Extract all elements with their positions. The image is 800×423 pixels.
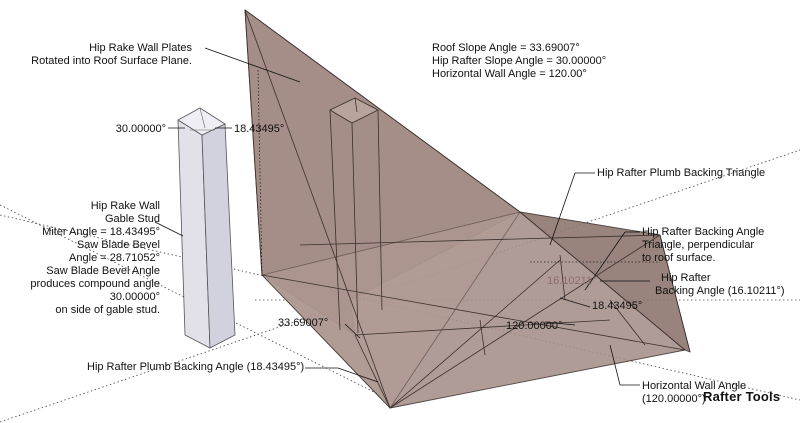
angle-18-label: 18.43495° [592,300,643,312]
stud-note-line: Gable Stud [104,213,160,225]
stud-note-line: Miter Angle = 18.43495° [42,226,160,238]
stud-note-line: Saw Blade Bevel Angle [46,265,160,277]
hip-rafter-slope-angle: Hip Rafter Slope Angle = 30.00000° [432,55,607,67]
angle-summary: Roof Slope Angle = 33.69007° Hip Rafter … [432,42,606,81]
gable-stud [177,107,236,349]
stud-top-angle-right: 18.43495° [234,123,285,135]
stud-note-line: on side of gable stud. [55,304,160,316]
horizontal-wall-bottom-line1: Horizontal Wall Angle [642,380,747,392]
hip-rake-plates-line2: Rotated into Roof Surface Plane. [31,55,192,67]
rafter-tools-logo: Rafter Tools [703,389,781,404]
backing-angle-value: 16.10211° [547,275,597,287]
backing-triangle-line3: to roof surface. [642,252,716,264]
plumb-backing-angle-label: Hip Rafter Plumb Backing Angle (18.43495… [87,361,305,373]
angle-120-label: 120.00000° [506,320,563,332]
backing-triangle-line1: Hip Rafter Backing Angle [642,226,765,238]
hip-rafter-backing-label: Hip Rafter Backing Angle (16.10211°) [655,272,785,298]
stud-top-angle-left: 30.00000° [115,123,166,135]
hip-rafter-line1: Hip Rafter [661,272,711,284]
angle-33-label: 33.69007° [278,317,329,329]
horizontal-wall-angle: Horizontal Wall Angle = 120.00° [432,68,587,80]
stud-note-line: Saw Blade Bevel [76,239,160,251]
horizontal-wall-bottom-label: Horizontal Wall Angle (120.00000°) [642,380,746,406]
gable-stud-note: Hip Rake Wall Gable Stud Miter Angle = 1… [14,200,160,317]
hip-rafter-line2: Backing Angle (16.10211°) [655,285,785,297]
wall-plate [329,97,383,334]
roof-lines [244,9,691,409]
stud-note-line: produces compound angle [30,278,160,290]
plumb-backing-triangle-label: Hip Rafter Plumb Backing Triangle [597,167,766,179]
plumb-dotted-line [257,69,660,276]
backing-triangle-line2: Triangle, perpendicular [642,239,755,251]
horizontal-wall-bottom-line2: (120.00000°) [642,393,706,405]
roof-slope-angle: Roof Slope Angle = 33.69007° [432,42,580,54]
hip-rake-plates-line1: Hip Rake Wall Plates [89,42,192,54]
leader-lines [154,47,650,386]
stud-note-line: 30.00000° [109,291,160,303]
stud-note-line: Angle = 28.71052° [69,252,160,264]
backing-angle-triangle-label: Hip Rafter Backing Angle Triangle, perpe… [642,226,764,265]
stud-note-line: Hip Rake Wall [90,200,160,212]
hip-rake-plates-label: Hip Rake Wall Plates Rotated into Roof S… [30,42,192,68]
lower-face [261,211,521,409]
